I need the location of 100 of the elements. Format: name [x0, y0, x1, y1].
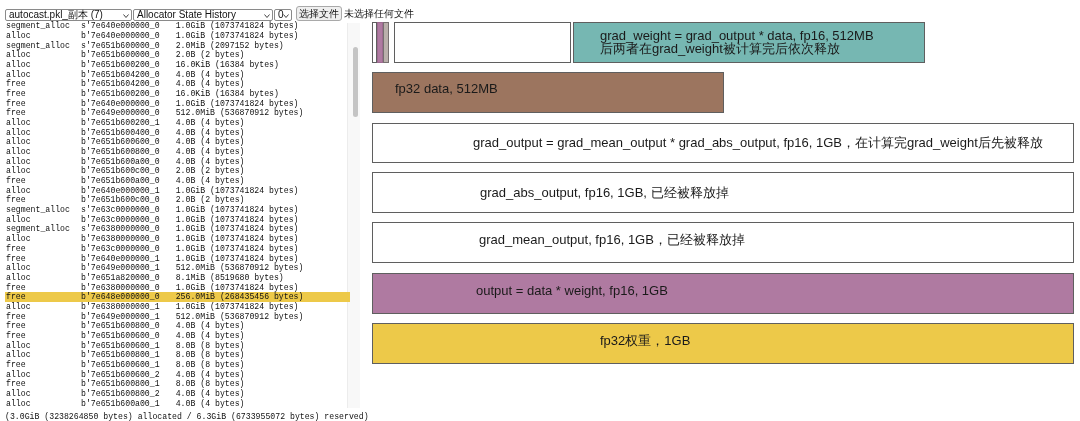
event-action: free	[6, 311, 26, 321]
allocation-size: 2.0B (2 bytes)	[175, 195, 245, 205]
view-select: Allocator State History	[133, 9, 273, 21]
event-action: free	[6, 379, 26, 389]
allocation-size: 4.0B (4 bytes)	[175, 69, 245, 80]
event-action: free	[6, 330, 26, 341]
allocation-size: 8.0B (8 bytes)	[175, 379, 245, 389]
file-status-text: 未选择任何文件	[344, 8, 414, 20]
block-address: b'7e651b600c00_0	[81, 166, 160, 176]
block-address: b'7e651b600800_1	[81, 379, 160, 389]
block-address: b'7e651b600800_0	[81, 321, 160, 331]
event-action: free	[6, 98, 26, 108]
memory-block	[372, 172, 1074, 213]
block-label: fp32 data, 512MB	[395, 82, 498, 96]
block-address: s'7e651b600000_0	[81, 40, 160, 50]
event-action: alloc	[6, 301, 31, 312]
block-address: b'7e63c0000000_0	[81, 214, 160, 224]
allocation-size: 4.0B (4 bytes)	[175, 127, 245, 138]
allocation-size: 2.0B (2 bytes)	[175, 50, 245, 60]
event-action: alloc	[6, 185, 31, 195]
block-address: b'7e651b600200_0	[81, 88, 160, 99]
file-select: autocast.pkl_副本 (7)	[5, 9, 132, 21]
allocation-size: 4.0B (4 bytes)	[175, 176, 245, 186]
block-address: s'7e63c0000000_0	[81, 205, 160, 215]
block-address: b'7e649e000000_1	[81, 311, 160, 321]
allocation-size: 2.0B (2 bytes)	[175, 166, 245, 177]
event-action: alloc	[6, 340, 31, 350]
allocation-size: 8.0B (8 bytes)	[175, 350, 245, 360]
allocation-size: 4.0B (4 bytes)	[175, 147, 245, 157]
event-action: free	[6, 292, 26, 302]
block-address: b'7e651b600600_0	[81, 330, 160, 341]
block-address: b'7e651b600400_0	[81, 127, 160, 137]
event-action: alloc	[6, 389, 31, 399]
block-address: b'7e651b600800_2	[81, 389, 160, 399]
event-action: free	[6, 195, 26, 205]
snapshot-select: 0	[274, 9, 292, 21]
memory-block	[372, 22, 377, 63]
block-address: b'7e651b600800_0	[81, 147, 160, 157]
allocation-size: 4.0B (4 bytes)	[175, 79, 245, 89]
allocation-size: 512.0MiB (536870912 bytes)	[175, 263, 304, 273]
event-action: free	[6, 79, 26, 89]
event-action: alloc	[6, 118, 31, 128]
allocation-size: 1.0GiB (1073741824 bytes)	[175, 234, 299, 244]
allocation-size: 1.0GiB (1073741824 bytes)	[175, 21, 299, 31]
block-address: b'7e640e000000_1	[81, 253, 160, 263]
memory-block	[377, 22, 383, 63]
event-action: alloc	[6, 50, 31, 60]
block-address: b'7e651b600a00_0	[81, 156, 160, 166]
allocation-size: 1.0GiB (1073741824 bytes)	[175, 224, 299, 235]
allocation-size: 4.0B (4 bytes)	[175, 330, 245, 341]
block-address: b'7e651b600600_0	[81, 137, 160, 147]
event-action: alloc	[6, 398, 31, 409]
allocation-size: 4.0B (4 bytes)	[175, 321, 245, 331]
allocation-size: 512.0MiB (536870912 bytes)	[175, 108, 304, 118]
block-address: s'7e6380000000_0	[81, 224, 160, 234]
allocation-size: 16.0KiB (16384 bytes)	[175, 88, 279, 99]
block-address: b'7e651b600600_2	[81, 369, 160, 379]
block-address: b'7e651b600000_0	[81, 50, 160, 60]
block-address: b'7e651b600a00_1	[81, 398, 160, 409]
event-action: alloc	[6, 59, 31, 70]
allocation-size: 4.0B (4 bytes)	[175, 369, 245, 380]
allocation-size: 256.0MiB (268435456 bytes)	[175, 292, 304, 302]
block-label: output = data * weight, fp16, 1GB	[476, 284, 668, 298]
event-action: free	[6, 360, 26, 370]
block-label: grad_abs_output, fp16, 1GB, 已经被释放掉	[480, 186, 729, 201]
block-address: b'7e651b600200_1	[81, 118, 160, 128]
block-address: b'7e651b600c00_0	[81, 195, 160, 205]
block-address: b'7e649e000000_0	[81, 108, 160, 118]
block-address: b'7e651a820000_0	[81, 272, 160, 283]
event-action: alloc	[6, 156, 31, 166]
block-address: b'7e640e000000_0	[81, 98, 160, 108]
memory-block	[372, 273, 1074, 314]
block-label: grad_mean_output, fp16, 1GB，已经被释放掉	[479, 233, 745, 248]
block-address: b'7e651b604200_0	[81, 69, 160, 79]
choose-file-button: 选择文件	[296, 6, 342, 21]
event-action: segment_alloc	[6, 224, 70, 235]
event-action: free	[6, 243, 26, 254]
memory-block	[372, 323, 1074, 364]
allocation-size: 8.0B (8 bytes)	[175, 360, 245, 370]
allocation-size: 8.0B (8 bytes)	[175, 340, 245, 351]
block-label: grad_output = grad_mean_output * grad_abs_output, fp16, 1GB，在计算完grad_weight后先被释放	[473, 136, 1043, 150]
allocation-size: 512.0MiB (536870912 bytes)	[175, 311, 304, 322]
allocation-size: 1.0GiB (1073741824 bytes)	[175, 282, 299, 293]
block-address: b'7e651b600600_1	[81, 340, 160, 350]
allocation-size: 1.0GiB (1073741824 bytes)	[175, 185, 299, 196]
allocation-size: 1.0GiB (1073741824 bytes)	[175, 98, 299, 109]
allocation-size: 2.0MiB (2097152 bytes)	[175, 40, 284, 51]
block-address: b'7e640e000000_1	[81, 185, 160, 195]
event-action: free	[6, 88, 26, 99]
event-action: alloc	[6, 263, 31, 273]
event-action: alloc	[6, 214, 31, 224]
block-address: b'7e63c0000000_0	[81, 243, 160, 254]
allocation-size: 1.0GiB (1073741824 bytes)	[175, 214, 299, 225]
event-action: alloc	[6, 350, 31, 360]
memory-block	[372, 72, 724, 113]
block-label: 后两者在grad_weight被计算完后依次释放	[600, 42, 840, 56]
block-address: b'7e651b600800_1	[81, 350, 160, 360]
event-action: alloc	[6, 69, 31, 79]
event-action: alloc	[6, 166, 31, 176]
event-action: segment_alloc	[6, 40, 70, 51]
